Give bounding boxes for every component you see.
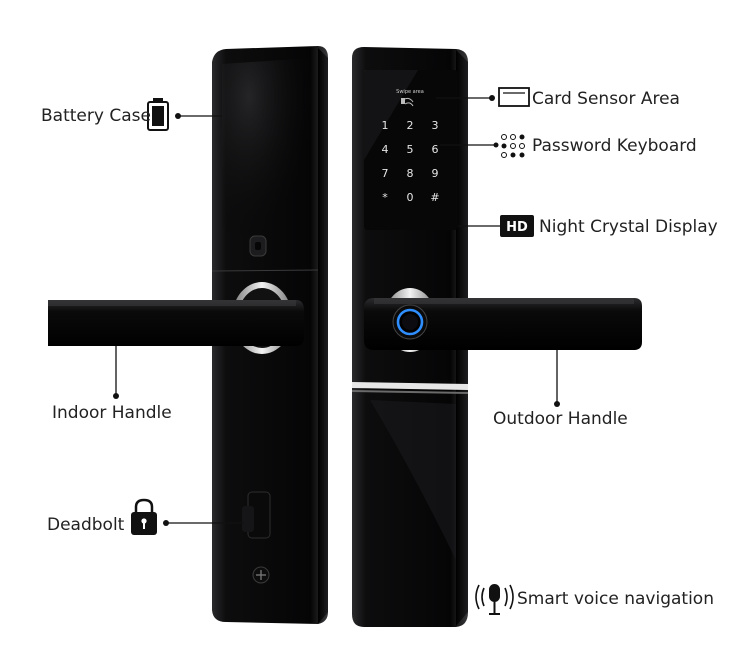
- swipe-area-text: Swipe area: [396, 89, 424, 95]
- keypad: 1 2 3 4 5 6 7 8 9 * 0 #: [382, 119, 440, 204]
- keypad-key: 2: [407, 119, 414, 132]
- keypad-key: 5: [407, 143, 414, 156]
- smart-voice-navigation-label: Smart voice navigation: [517, 589, 714, 609]
- hd-badge-text: HD: [506, 220, 528, 235]
- outdoor-handle-label: Outdoor Handle: [493, 409, 628, 429]
- hd-badge-icon: HD: [500, 215, 534, 237]
- keypad-key: 7: [382, 167, 389, 180]
- keypad-key: 3: [432, 119, 439, 132]
- deadbolt-label: Deadbolt: [47, 515, 125, 535]
- battery-icon: [147, 98, 169, 131]
- padlock-icon: [131, 498, 157, 535]
- microphone-icon: [475, 584, 514, 615]
- keypad-key: #: [430, 191, 439, 204]
- card-wave-icon: [401, 97, 414, 107]
- battery-case-label: Battery Case: [41, 106, 151, 126]
- keypad-key: 1: [382, 119, 389, 132]
- leader-lines: [115, 97, 558, 524]
- outdoor-handle: [364, 298, 642, 350]
- indoor-handle-label: Indoor Handle: [52, 403, 172, 423]
- keypad-key: 9: [432, 167, 439, 180]
- keypad-key: *: [382, 191, 388, 204]
- indoor-handle: [48, 300, 304, 346]
- keypad-key: 4: [382, 143, 389, 156]
- night-crystal-display-label: Night Crystal Display: [539, 217, 718, 237]
- keypad-key: 6: [432, 143, 439, 156]
- card-sensor-area-label: Card Sensor Area: [532, 89, 680, 109]
- keypad-key: 0: [407, 191, 414, 204]
- keypad-dots-icon: [501, 134, 525, 158]
- password-keyboard-label: Password Keyboard: [532, 136, 697, 156]
- leader-dots: [113, 95, 560, 526]
- card-icon: [498, 87, 530, 107]
- keypad-key: 8: [407, 167, 414, 180]
- fingerprint-sensor: [392, 304, 428, 340]
